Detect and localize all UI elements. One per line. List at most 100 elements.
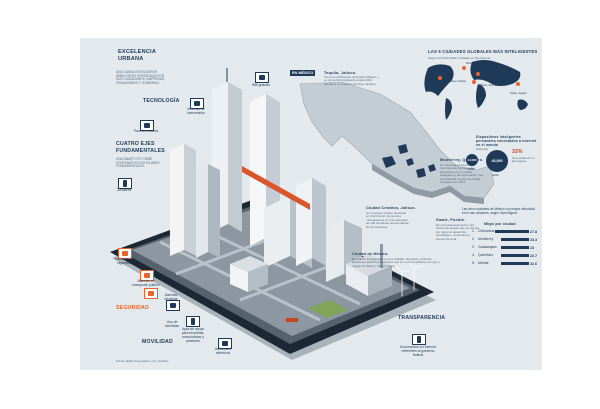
camera-icon (122, 251, 128, 256)
label-celulares: Celulares (116, 188, 132, 192)
label-alarmas-sismicas: Alarmas sísmicas (164, 293, 178, 301)
label-alarmas-transporte: Alarmas en transporte público (132, 279, 160, 287)
devices-percent: 32% (512, 149, 523, 155)
ranking-title: Las cinco ciudades de México con mayor v… (462, 207, 535, 215)
wind-turbine-icon (395, 261, 423, 296)
ranking-city: Mérida (478, 261, 489, 265)
global-city-5: Tokio, Japón (510, 91, 527, 95)
app-icon (191, 318, 195, 325)
title-line1: EXCELENCIA (118, 49, 157, 55)
building-factory (346, 244, 392, 296)
ranking-city: Querétaro (478, 253, 494, 257)
section-security: SEGURIDAD (116, 305, 149, 311)
ranking-city: Monterrey (478, 237, 494, 241)
street-b (199, 226, 361, 306)
world-map (424, 60, 528, 120)
wifi-box (255, 72, 269, 83)
label-bicicletas: Uso de bicicletas (165, 320, 179, 328)
infographic-poster: EXCELENCIA URBANA UNA CIUDAD INTELIGENTE… (80, 38, 542, 370)
section-transparency: TRANSPARENCIA (398, 315, 446, 321)
building-tower-1 (170, 144, 196, 256)
ranking-bar (500, 238, 529, 242)
ranking-rank: 1. (472, 229, 475, 233)
label-wifi: Wifi gratuito (252, 83, 270, 87)
park (308, 300, 348, 318)
devices-bubble-2020: 40,000 (486, 150, 508, 172)
label-antenas: Antenas de transmisión (187, 107, 205, 115)
ranking-city: Guadalajara (478, 245, 497, 249)
ranking-rank: 5. (472, 261, 475, 265)
seismic-alarm-box (144, 288, 158, 299)
document-icon (417, 336, 421, 343)
ranking-value: 27.8 (530, 230, 537, 234)
devices-year-2020: 2020 (492, 173, 499, 177)
four-axes-desc: UNA SMART CITY DEBE SOSTENER ESTOS PILAR… (116, 157, 160, 169)
label-camaras: Cámaras de vigilancia (114, 257, 134, 265)
bicycle-icon (170, 303, 176, 308)
devices-unit: (billones) (476, 147, 489, 151)
devices-percent-desc: de la población en las hogares (512, 156, 535, 164)
intro-text: UNA CIUDAD INTELIGENTE DEBE ESTAR SOPORT… (116, 70, 166, 86)
label-paneles: Paneles solares (133, 129, 159, 133)
global-subtitle: Según el Índice IESE Ciudades en Movimie… (428, 56, 492, 60)
camera-box (118, 248, 132, 259)
docs-box (412, 334, 426, 345)
tequila-desc: Tiene la certificación de Pueblo Mágico … (324, 75, 379, 86)
ranking-bar (500, 246, 529, 250)
section-technology: TECNOLOGÍA (143, 98, 180, 104)
ranking-rank: 4. (472, 253, 475, 257)
global-city-3: Londres, Inglaterra (484, 71, 510, 75)
building-small-1 (230, 256, 268, 292)
ranking-rank: 2. (472, 237, 475, 241)
tag-en-mexico: EN MÉXICO (290, 70, 316, 76)
ranking-value: 23.3 (530, 238, 537, 242)
ranking-unit: Mbps por ciudad (484, 222, 516, 226)
devices-year-2008: 2008 (468, 167, 475, 171)
monterrey-title: Monterrey, Querétaro. (440, 158, 484, 162)
section-four-axes-line2: FUNDAMENTALES (116, 148, 165, 154)
electric-bus-icon (222, 341, 228, 346)
wifi-icon (259, 75, 265, 80)
smart-puebla-desc: Es una propuesta dentro del centro del e… (436, 223, 479, 241)
title-line2: URBANA (118, 56, 144, 62)
source-note: Fuente: IESE, Proyectados, orm y Archivo… (116, 359, 170, 363)
label-autobuses: Autobuses eléctricos (214, 347, 232, 355)
smart-puebla-title: Smart, Puebla. (436, 218, 466, 222)
antenna-box (190, 98, 204, 109)
transport-alarm-box (140, 270, 154, 281)
monterrey-desc: La universidad dentro del municipio de S… (440, 163, 484, 185)
smart-city-illustration (110, 60, 528, 360)
bike-box (166, 300, 180, 311)
global-city-2: Nueva York, Estados Unidos (428, 79, 467, 83)
bus-alarm-icon (144, 273, 150, 278)
ranking-bar (501, 254, 529, 258)
antenna-icon (194, 101, 200, 106)
section-mobility: MOVILIDAD (142, 339, 173, 345)
ranking-bar (495, 230, 529, 234)
mexico-map-shadow (372, 164, 484, 204)
building-mid-2 (296, 178, 326, 266)
sky-bridge (242, 166, 310, 210)
cd-creativa-title: Ciudad Creativa, Jalisco. (366, 206, 416, 210)
ranking-city: Chihuahua (478, 229, 495, 233)
building-tower-4 (196, 164, 220, 258)
label-apps: Apps de apoyo para bicicletas, motocicli… (181, 327, 205, 343)
bus (286, 318, 298, 322)
cd-creativa-desc: Un concepto urbano diseñado en 2014 dent… (366, 211, 410, 229)
ranking-value: 22.6 (530, 262, 537, 266)
phone-icon (123, 180, 127, 187)
ranking-value: 22.7 (530, 254, 537, 258)
global-title: LAS 5 CIUDADES GLOBALES MÁS INTELIGENTES (428, 49, 538, 54)
section-four-axes-line1: CUATRO EJES (116, 141, 155, 147)
city-markers (438, 66, 520, 86)
global-city-4: París, Francia (480, 83, 499, 87)
phone-box (118, 178, 132, 189)
global-city-1: Reikiavik, Islandia (466, 61, 491, 65)
highlighted-states (382, 144, 436, 178)
devices-bubble-2008: 14,000 (466, 154, 478, 166)
ranking-value: 23 (530, 246, 534, 250)
tequila-title: Tequila, Jalisco. (324, 71, 357, 75)
cdmx-title: Ciudad de México. (352, 252, 389, 256)
cdmx-desc: Se aplican inteligencias en la movilidad… (352, 257, 440, 268)
devices-title: Dispositivos inteligentes personales con… (476, 135, 537, 147)
